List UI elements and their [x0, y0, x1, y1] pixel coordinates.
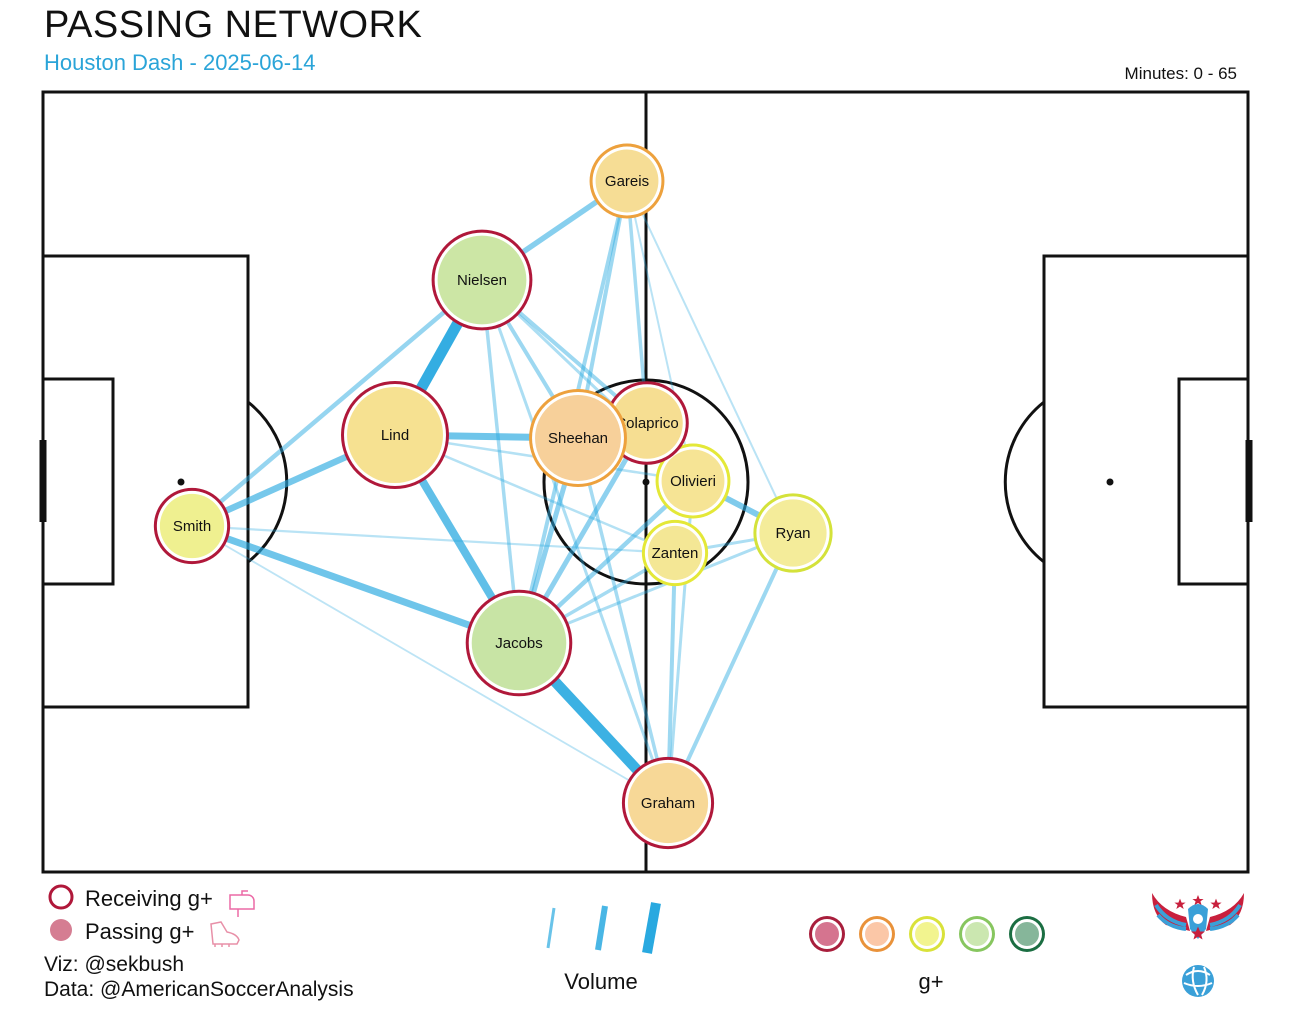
player-node-colaprico[interactable]: Colaprico — [605, 381, 689, 465]
volume-mid-sample — [595, 905, 608, 951]
pass-edge-smith-zanten — [191, 524, 676, 555]
player-node-nielsen[interactable]: Nielsen — [431, 229, 533, 331]
player-name: Sheehan — [548, 430, 608, 447]
chart-subtitle: Houston Dash - 2025-06-14 — [44, 50, 316, 75]
player-node-smith[interactable]: Smith — [153, 487, 231, 565]
mailbox-icon — [229, 890, 255, 917]
pass-edge-smith-graham — [191, 525, 669, 804]
player-name: Jacobs — [495, 635, 543, 652]
volume-high-sample — [642, 902, 661, 954]
pass-edge-smith-jacobs — [190, 522, 521, 647]
player-fill — [759, 499, 827, 567]
player-node-gareis[interactable]: Gareis — [589, 143, 665, 219]
center-spot — [642, 478, 650, 486]
credits: Viz: @sekbush Data: @AmericanSoccerAnaly… — [44, 952, 354, 1002]
legend-volume: Volume — [546, 902, 661, 994]
player-fill — [627, 762, 709, 844]
legend-gplus-types: Receiving g+ Passing g+ — [48, 884, 255, 947]
right-six-yard-box — [1177, 377, 1250, 586]
gplus-scale-fill-2 — [915, 922, 939, 946]
player-name: Smith — [173, 518, 211, 535]
pass-edge-nielsen-jacobs — [480, 279, 521, 644]
legend-volume-label: Volume — [564, 969, 637, 994]
player-name: Nielsen — [457, 272, 507, 289]
player-fill — [611, 387, 683, 459]
player-fill — [595, 149, 659, 213]
legend-gplus-label: g+ — [918, 969, 943, 994]
left-penalty-box — [41, 254, 250, 709]
pass-edge-gareis-ryan — [626, 180, 794, 534]
player-fill — [437, 235, 527, 325]
player-node-sheehan[interactable]: Sheehan — [529, 389, 627, 487]
viz-credit: Viz: @sekbush — [44, 953, 184, 976]
boot-icon — [210, 921, 240, 947]
asa-eagle-logo — [1152, 893, 1244, 997]
passing-marker — [50, 919, 72, 941]
legend-passing-label: Passing g+ — [85, 919, 194, 944]
player-fill — [535, 395, 621, 481]
center-circle — [542, 378, 750, 586]
data-credit: Data: @AmericanSoccerAnalysis — [44, 978, 354, 1001]
player-node-lind[interactable]: Lind — [341, 381, 449, 489]
player-fill — [661, 449, 725, 513]
player-name: Olivieri — [670, 473, 716, 490]
gplus-scale-fill-0 — [815, 922, 839, 946]
pass-edge-nielsen-graham — [480, 279, 670, 804]
player-name: Lind — [381, 427, 409, 444]
player-fill — [159, 493, 225, 559]
left-penalty-spot — [177, 478, 185, 486]
player-fill — [647, 525, 703, 581]
right-penalty-box — [1042, 254, 1250, 709]
pitch-markings — [41, 90, 1250, 874]
player-fill — [471, 595, 567, 691]
legend-receiving-label: Receiving g+ — [85, 886, 213, 911]
gplus-scale-fill-3 — [965, 922, 989, 946]
right-penalty-spot — [1106, 478, 1114, 486]
minutes-label: Minutes: 0 - 65 — [1124, 64, 1237, 83]
player-name: Colaprico — [615, 415, 678, 432]
left-six-yard-box — [41, 377, 115, 586]
player-node-zanten[interactable]: Zanten — [641, 519, 709, 587]
player-node-olivieri[interactable]: Olivieri — [655, 443, 731, 519]
player-node-ryan[interactable]: Ryan — [753, 493, 833, 573]
player-name: Gareis — [605, 173, 649, 190]
player-name: Graham — [641, 795, 695, 812]
pass-edge-graham-ryan — [666, 532, 795, 804]
player-name: Zanten — [652, 545, 699, 562]
player-fill — [347, 387, 443, 483]
receiving-marker — [48, 884, 74, 910]
legend-gplus-scale: g+ — [809, 916, 1045, 994]
left-penalty-arc — [247, 400, 289, 564]
pass-edge-smith-nielsen — [190, 278, 484, 528]
player-name: Ryan — [775, 525, 810, 542]
pass-edge-graham-sheehan — [576, 437, 670, 804]
volume-low-sample — [546, 907, 556, 949]
gplus-scale-fill-4 — [1015, 922, 1039, 946]
right-penalty-arc — [1003, 400, 1045, 564]
player-node-jacobs[interactable]: Jacobs — [465, 589, 573, 697]
chart-title: PASSING NETWORK — [44, 4, 423, 46]
gplus-scale-fill-1 — [865, 922, 889, 946]
player-node-graham[interactable]: Graham — [621, 756, 715, 850]
